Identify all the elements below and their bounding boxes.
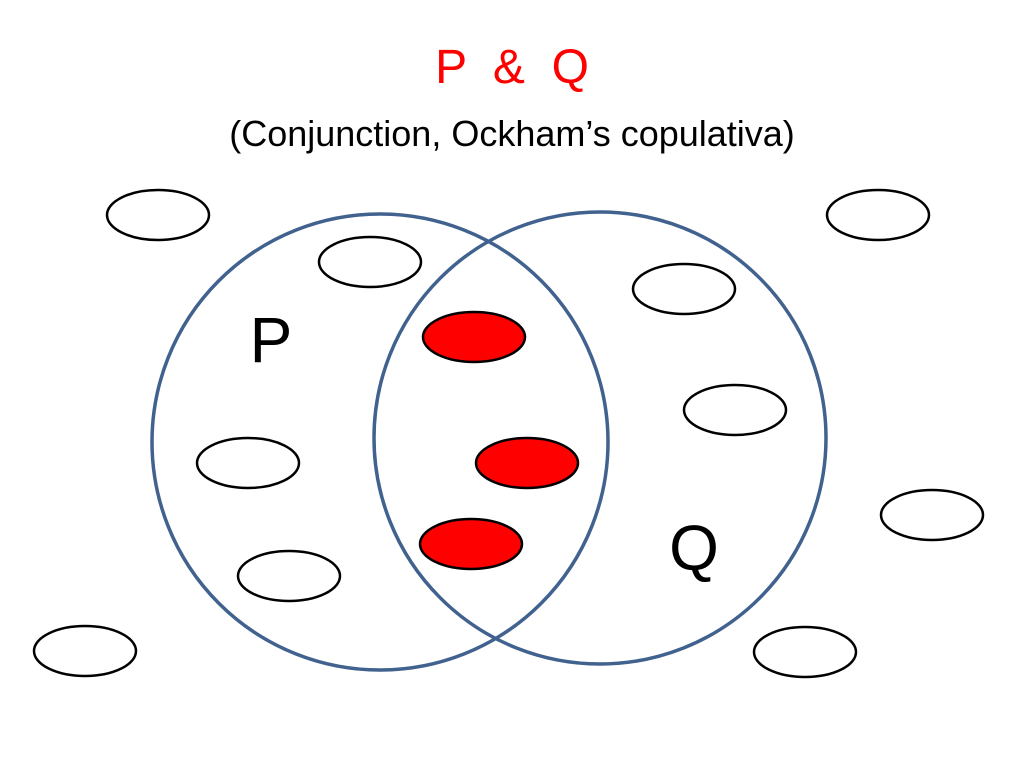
slide-title: P & Q: [435, 41, 589, 94]
element-group: [32, 188, 985, 679]
element-outside: [32, 624, 138, 678]
element-q-only: [682, 383, 788, 437]
element-p-only: [236, 549, 342, 603]
element-outside: [752, 625, 858, 679]
highlighted-element-p-and-q: [418, 517, 524, 571]
set-p-label: P: [250, 304, 293, 376]
element-outside: [879, 488, 985, 542]
element-p-only: [195, 436, 301, 490]
set-p-circle: [150, 212, 610, 672]
element-q-only: [631, 262, 737, 316]
element-outside: [825, 188, 931, 242]
element-p-only: [317, 235, 423, 289]
highlighted-element-p-and-q: [474, 436, 580, 490]
highlighted-element-p-and-q: [421, 310, 527, 364]
set-q-label: Q: [669, 512, 719, 584]
set-q-circle: [372, 210, 828, 666]
element-outside: [105, 188, 211, 242]
slide-subtitle: (Conjunction, Ockham’s copulativa): [229, 113, 795, 154]
